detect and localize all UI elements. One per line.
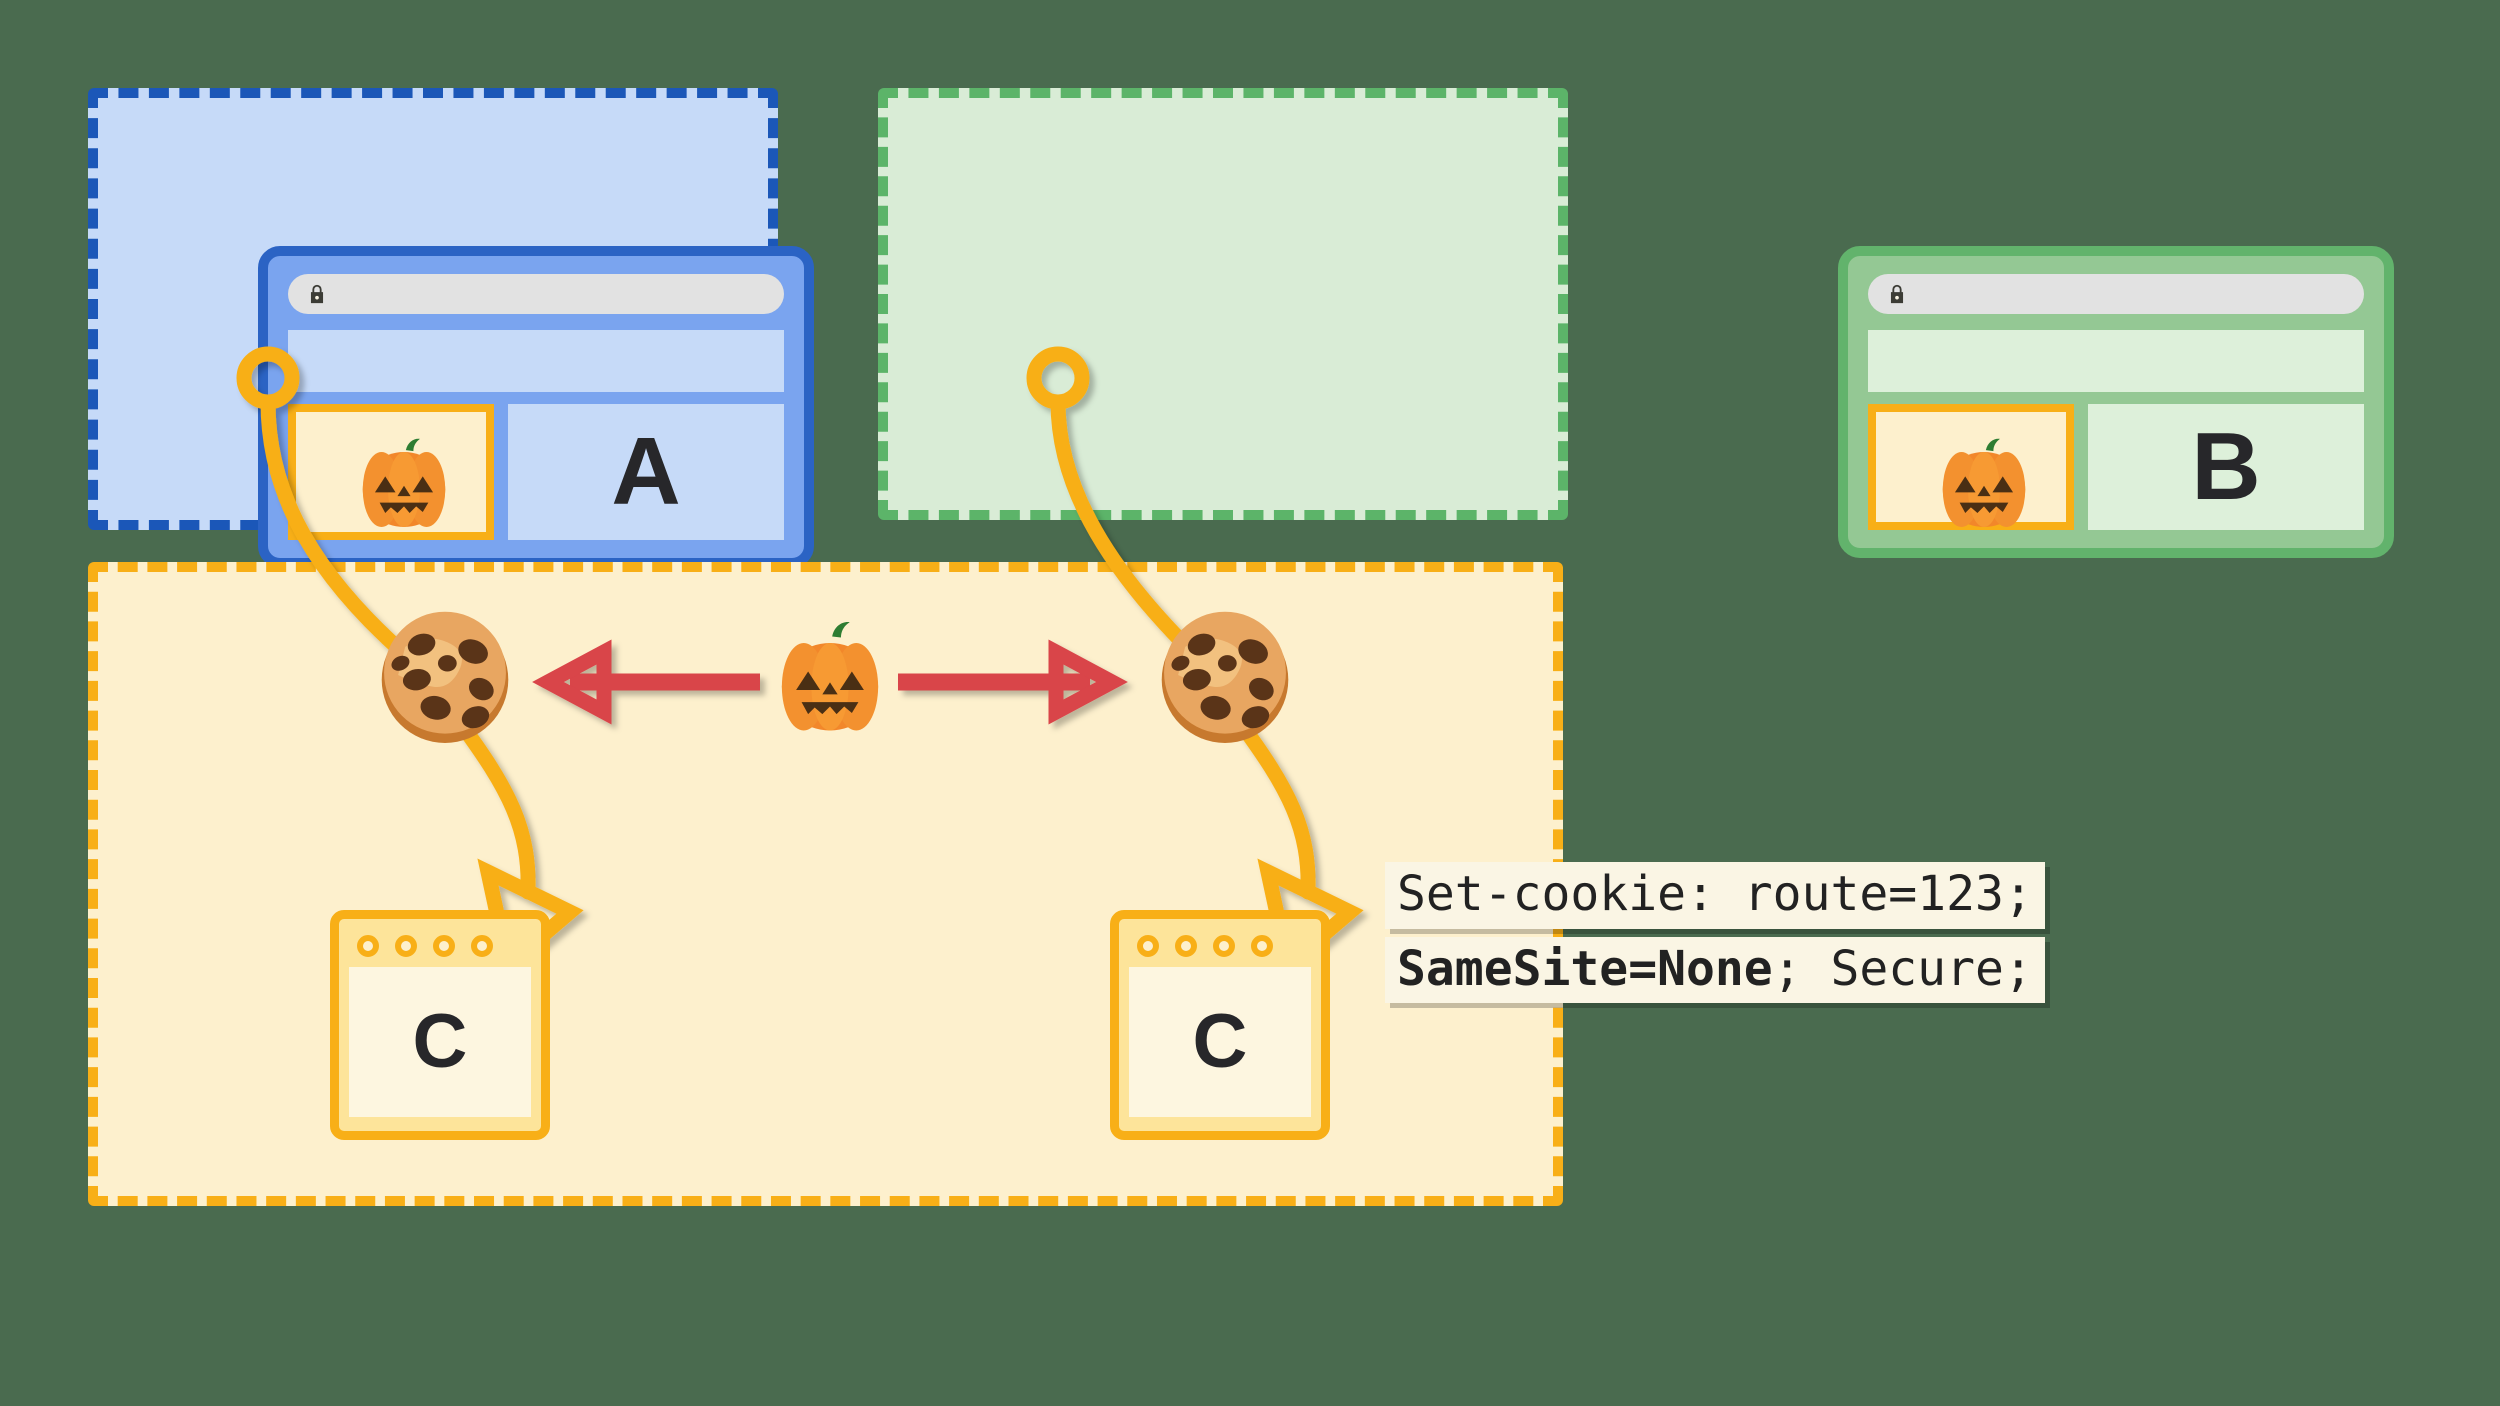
url-bar-b[interactable] bbox=[1868, 274, 2364, 314]
server-letter: C bbox=[412, 999, 468, 1084]
set-cookie-callout: Set-cookie: route=123; SameSite=None; Se… bbox=[1385, 862, 2500, 1004]
browser-window-a: A bbox=[258, 246, 814, 568]
iframe-box-a bbox=[288, 404, 494, 540]
server-indicator-lights bbox=[1129, 929, 1311, 967]
server-icon: C bbox=[1110, 910, 1330, 1140]
server-light bbox=[471, 935, 493, 957]
server-screen: C bbox=[1129, 967, 1311, 1117]
set-cookie-line-1: Set-cookie: route=123; bbox=[1385, 862, 2045, 929]
lock-icon bbox=[1886, 283, 1908, 305]
set-cookie-line-2: SameSite=None; Secure; bbox=[1385, 936, 2045, 1004]
site-b-container: B bbox=[878, 88, 2394, 558]
iframe-box-b bbox=[1868, 404, 2074, 530]
browser-window-b: B bbox=[1838, 246, 2394, 558]
server-indicator-lights bbox=[349, 929, 531, 967]
server-light bbox=[1213, 935, 1235, 957]
site-letter-b: B bbox=[2191, 413, 2261, 520]
secure-token: ; Secure; bbox=[1772, 940, 2033, 997]
server-light bbox=[395, 935, 417, 957]
site-a-container: A bbox=[88, 88, 814, 568]
letter-panel-b: B bbox=[2088, 404, 2364, 530]
content-band-b bbox=[1868, 330, 2364, 392]
cookie-icon bbox=[1150, 600, 1300, 750]
site-letter-a: A bbox=[611, 418, 681, 525]
server-light bbox=[357, 935, 379, 957]
pumpkin-icon bbox=[760, 608, 900, 748]
letter-panel-a: A bbox=[508, 404, 784, 540]
server-light bbox=[1251, 935, 1273, 957]
server-letter: C bbox=[1192, 999, 1248, 1084]
pumpkin-icon bbox=[1924, 422, 2044, 542]
samesite-none-token: SameSite=None bbox=[1397, 940, 1773, 997]
server-icon: C bbox=[330, 910, 550, 1140]
url-bar-a[interactable] bbox=[288, 274, 784, 314]
content-band-a bbox=[288, 330, 784, 392]
server-light bbox=[433, 935, 455, 957]
lock-icon bbox=[306, 283, 328, 305]
panel-row-a: A bbox=[288, 404, 784, 540]
cookie-icon bbox=[370, 600, 520, 750]
panel-row-b: B bbox=[1868, 404, 2364, 530]
server-light bbox=[1137, 935, 1159, 957]
pumpkin-icon bbox=[344, 422, 464, 542]
server-screen: C bbox=[349, 967, 531, 1117]
server-light bbox=[1175, 935, 1197, 957]
